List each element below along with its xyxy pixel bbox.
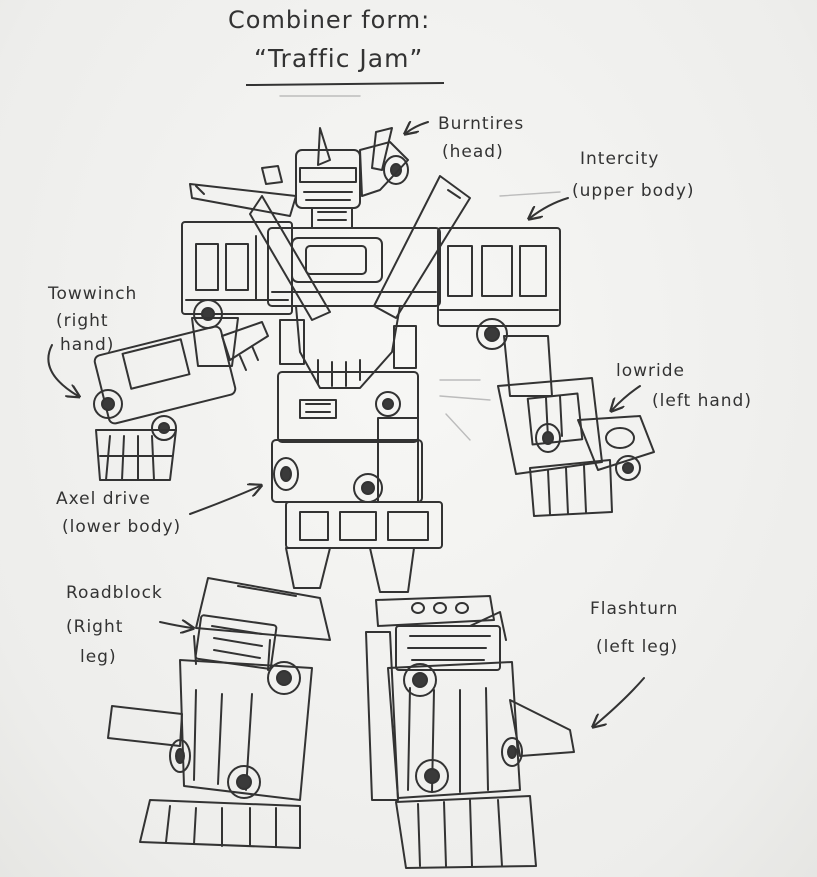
- arrow-upper-body: [530, 197, 569, 218]
- label-head-part: (head): [442, 142, 504, 162]
- shoulder-wheels: [193, 299, 508, 350]
- label-right-leg-name: Roadblock: [66, 583, 163, 603]
- label-lower-body-name: Axel drive: [56, 489, 151, 509]
- label-upper-body-name: Intercity: [580, 149, 660, 169]
- label-left-leg-name: Flashturn: [590, 599, 679, 619]
- label-right-leg-part1: (Right: [66, 617, 124, 637]
- label-right-leg-part2: leg): [80, 647, 117, 667]
- arrow-left-leg: [594, 677, 645, 726]
- label-upper-body-part: (upper body): [572, 181, 695, 201]
- arrow-right-hand: [47, 344, 78, 396]
- right-leg: [107, 577, 331, 849]
- label-right-hand-name: Towwinch: [48, 284, 138, 304]
- label-left-leg-part: (left leg): [596, 637, 679, 657]
- label-left-hand-part: (left hand): [652, 391, 752, 411]
- label-head-name: Burntires: [438, 114, 525, 134]
- head: [261, 127, 409, 229]
- label-lower-body-part: (lower body): [62, 517, 182, 537]
- label-left-hand-name: lowride: [616, 361, 685, 381]
- label-right-hand-part1: (right: [56, 311, 109, 331]
- arrow-lower-body: [189, 486, 260, 515]
- left-leg: [365, 595, 575, 869]
- right-arm: [93, 317, 269, 481]
- arrow-right-leg: [159, 622, 192, 628]
- lower-body: [271, 371, 443, 549]
- left-arm: [497, 335, 655, 517]
- upper-body: [181, 221, 561, 327]
- arrow-left-hand: [612, 385, 641, 410]
- title-line-2: “Traffic Jam”: [254, 44, 424, 73]
- title-line-1: Combiner form:: [228, 6, 431, 34]
- erased-marks: [279, 95, 561, 441]
- label-right-hand-part2: hand): [60, 335, 115, 355]
- arrow-head: [406, 122, 429, 133]
- hips: [285, 547, 415, 593]
- shoulder-fins: [189, 175, 471, 321]
